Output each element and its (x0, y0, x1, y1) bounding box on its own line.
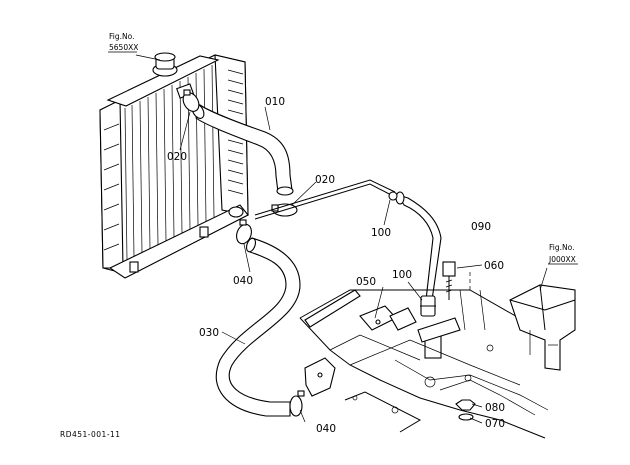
pipe-clip-100-upper (388, 191, 398, 201)
figure-ref-5650xx: Fig.No. 5650XX (108, 32, 138, 53)
hose-clamp-040-mid (236, 219, 252, 245)
pipe-clip-100-lower (420, 295, 436, 317)
bolt-060 (442, 261, 456, 300)
drawing-code: RD451-001-11 (60, 430, 121, 439)
label-090: 090 (471, 221, 491, 233)
leader-lines (135, 54, 548, 424)
label-040-bottom: 040 (316, 423, 336, 435)
support-bracket-j000xx (509, 284, 576, 371)
label-010: 010 (265, 96, 285, 108)
label-020-lower: 020 (315, 174, 335, 186)
label-060: 060 (484, 260, 504, 272)
figure-ref-label: Fig.No. (109, 32, 134, 41)
hose-clamp-040-bottom (289, 390, 305, 417)
label-080: 080 (485, 402, 505, 414)
label-040-mid: 040 (233, 275, 253, 287)
radiator-assembly (99, 52, 249, 279)
nut-080 (455, 399, 476, 411)
overflow-pipe-090 (254, 179, 442, 301)
label-100-lower: 100 (392, 269, 412, 281)
label-070: 070 (485, 418, 505, 430)
label-050: 050 (356, 276, 376, 288)
figure-ref-j000xx: Fig.No. J000XX (548, 243, 578, 265)
chassis-frame (299, 270, 561, 439)
upper-hose-010 (191, 103, 294, 196)
figure-ref-label: Fig.No. (549, 243, 574, 252)
label-030: 030 (199, 327, 219, 339)
hose-clamp-020-upper (182, 89, 200, 112)
washer-070 (458, 413, 474, 421)
lower-hose-030 (215, 237, 301, 417)
label-020-upper: 020 (167, 151, 187, 163)
bracket-050 (304, 289, 417, 331)
figure-ref-number: 5650XX (109, 43, 138, 52)
label-100-upper: 100 (371, 227, 391, 239)
figure-ref-number: J000XX (548, 255, 576, 264)
